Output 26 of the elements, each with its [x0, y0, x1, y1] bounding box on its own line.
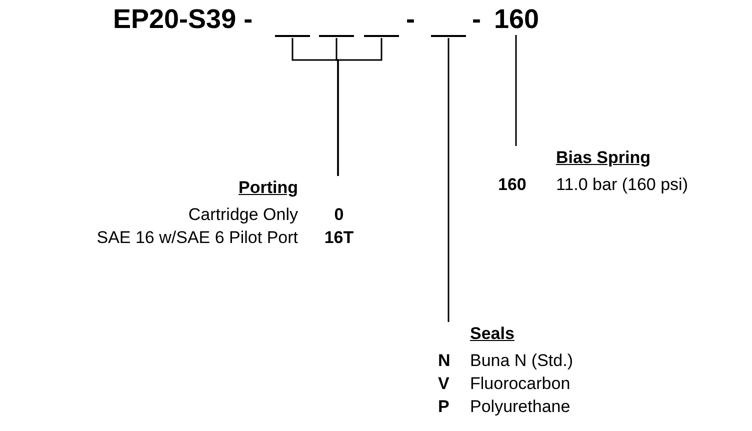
section-heading: Bias Spring: [556, 147, 650, 169]
option-code: 0: [334, 204, 344, 226]
leader-line: [448, 38, 450, 322]
option-code: P: [438, 396, 450, 418]
option-code: 16T: [324, 227, 354, 249]
code-text: 160: [494, 6, 540, 33]
option-code: V: [438, 373, 450, 395]
blank-field-line: [431, 35, 466, 37]
option-code: 160: [498, 174, 526, 196]
code-text: -: [472, 6, 481, 33]
blank-field-line: [364, 35, 399, 37]
option-description: 11.0 bar (160 psi): [556, 174, 688, 196]
section-heading: Seals: [470, 323, 514, 345]
option-code: N: [438, 350, 450, 372]
blank-field-line: [275, 35, 310, 37]
blank-field-line: [319, 35, 354, 37]
option-description: Buna N (Std.): [470, 350, 573, 372]
option-description: SAE 16 w/SAE 6 Pilot Port: [96, 227, 298, 249]
code-text: EP20-S39 -: [113, 6, 253, 33]
code-text: -: [406, 6, 415, 33]
leader-line: [515, 35, 517, 146]
option-description: Cartridge Only: [188, 204, 298, 226]
option-description: Polyurethane: [470, 396, 570, 418]
leader-line: [337, 38, 382, 176]
option-description: Fluorocarbon: [470, 373, 570, 395]
section-heading: Porting: [238, 177, 298, 199]
